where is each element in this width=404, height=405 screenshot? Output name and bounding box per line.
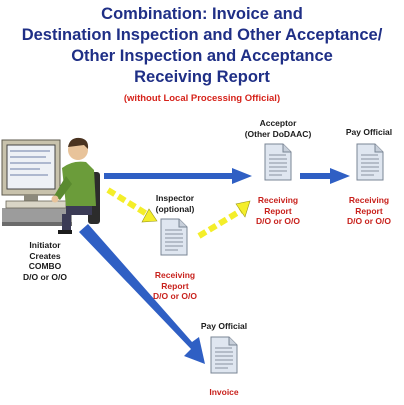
title-line-4: Receiving Report <box>134 68 270 86</box>
title-line-2: Destination Inspection and Other Accepta… <box>21 26 383 44</box>
inspector-role-label: Inspector (optional) <box>140 193 210 214</box>
acceptor-role-line-1: Acceptor <box>259 118 297 128</box>
person-at-computer-icon <box>1 137 100 234</box>
arrow-acceptor-to-pay-official <box>300 168 350 184</box>
initiator-line-4: D/O or O/O <box>23 271 67 282</box>
pay-official-document-icon <box>356 143 384 181</box>
inspector-document-icon <box>160 218 188 256</box>
inspector-document-label: Receiving Report D/O or O/O <box>140 270 210 302</box>
inspector-role-line-1: Inspector <box>155 193 195 203</box>
initiator-line-2: Creates <box>29 250 61 261</box>
title-line-1: Combination: Invoice and <box>101 5 303 23</box>
pay-official-top-doc-line-3: D/O or O/O <box>347 216 391 226</box>
arrow-inspector-to-acceptor <box>197 200 251 239</box>
acceptor-doc-line-3: D/O or O/O <box>256 216 300 226</box>
diagram-title: Combination: Invoice and Destination Ins… <box>0 4 404 88</box>
arrow-initiator-to-inspector <box>106 187 158 223</box>
diagram-subtitle: (without Local Processing Official) <box>123 93 281 104</box>
acceptor-doc-line-1: Receiving <box>257 195 299 205</box>
invoice-document-icon <box>210 336 238 374</box>
inspector-role-line-2: (optional) <box>155 203 195 214</box>
inspector-doc-line-2: Report <box>161 280 189 291</box>
pay-official-top-doc-line-1: Receiving <box>348 195 390 205</box>
pay-official-top-role-label: Pay Official <box>345 127 393 137</box>
acceptor-role-line-2: (Other DoDAAC) <box>244 128 312 139</box>
acceptor-role-label: Acceptor (Other DoDAAC) <box>238 118 318 139</box>
pay-official-top-document-label: Receiving Report D/O or O/O <box>334 195 404 227</box>
pay-official-bottom-role-label: Pay Official <box>200 321 248 331</box>
inspector-doc-line-1: Receiving <box>154 270 196 280</box>
acceptor-document-icon <box>264 143 292 181</box>
inspector-doc-line-3: D/O or O/O <box>153 291 197 301</box>
arrow-initiator-to-invoice <box>79 224 205 364</box>
title-line-3: Other Inspection and Acceptance <box>71 47 333 65</box>
invoice-document-label: Invoice <box>209 387 239 397</box>
acceptor-doc-line-2: Report <box>264 205 292 216</box>
arrow-initiator-to-acceptor <box>104 168 252 184</box>
initiator-line-1: Initiator <box>29 240 61 250</box>
initiator-line-3: COMBO <box>28 261 62 271</box>
pay-official-top-doc-line-2: Report <box>355 205 383 216</box>
initiator-label: Initiator Creates COMBO D/O or O/O <box>14 240 76 282</box>
acceptor-document-label: Receiving Report D/O or O/O <box>243 195 313 227</box>
